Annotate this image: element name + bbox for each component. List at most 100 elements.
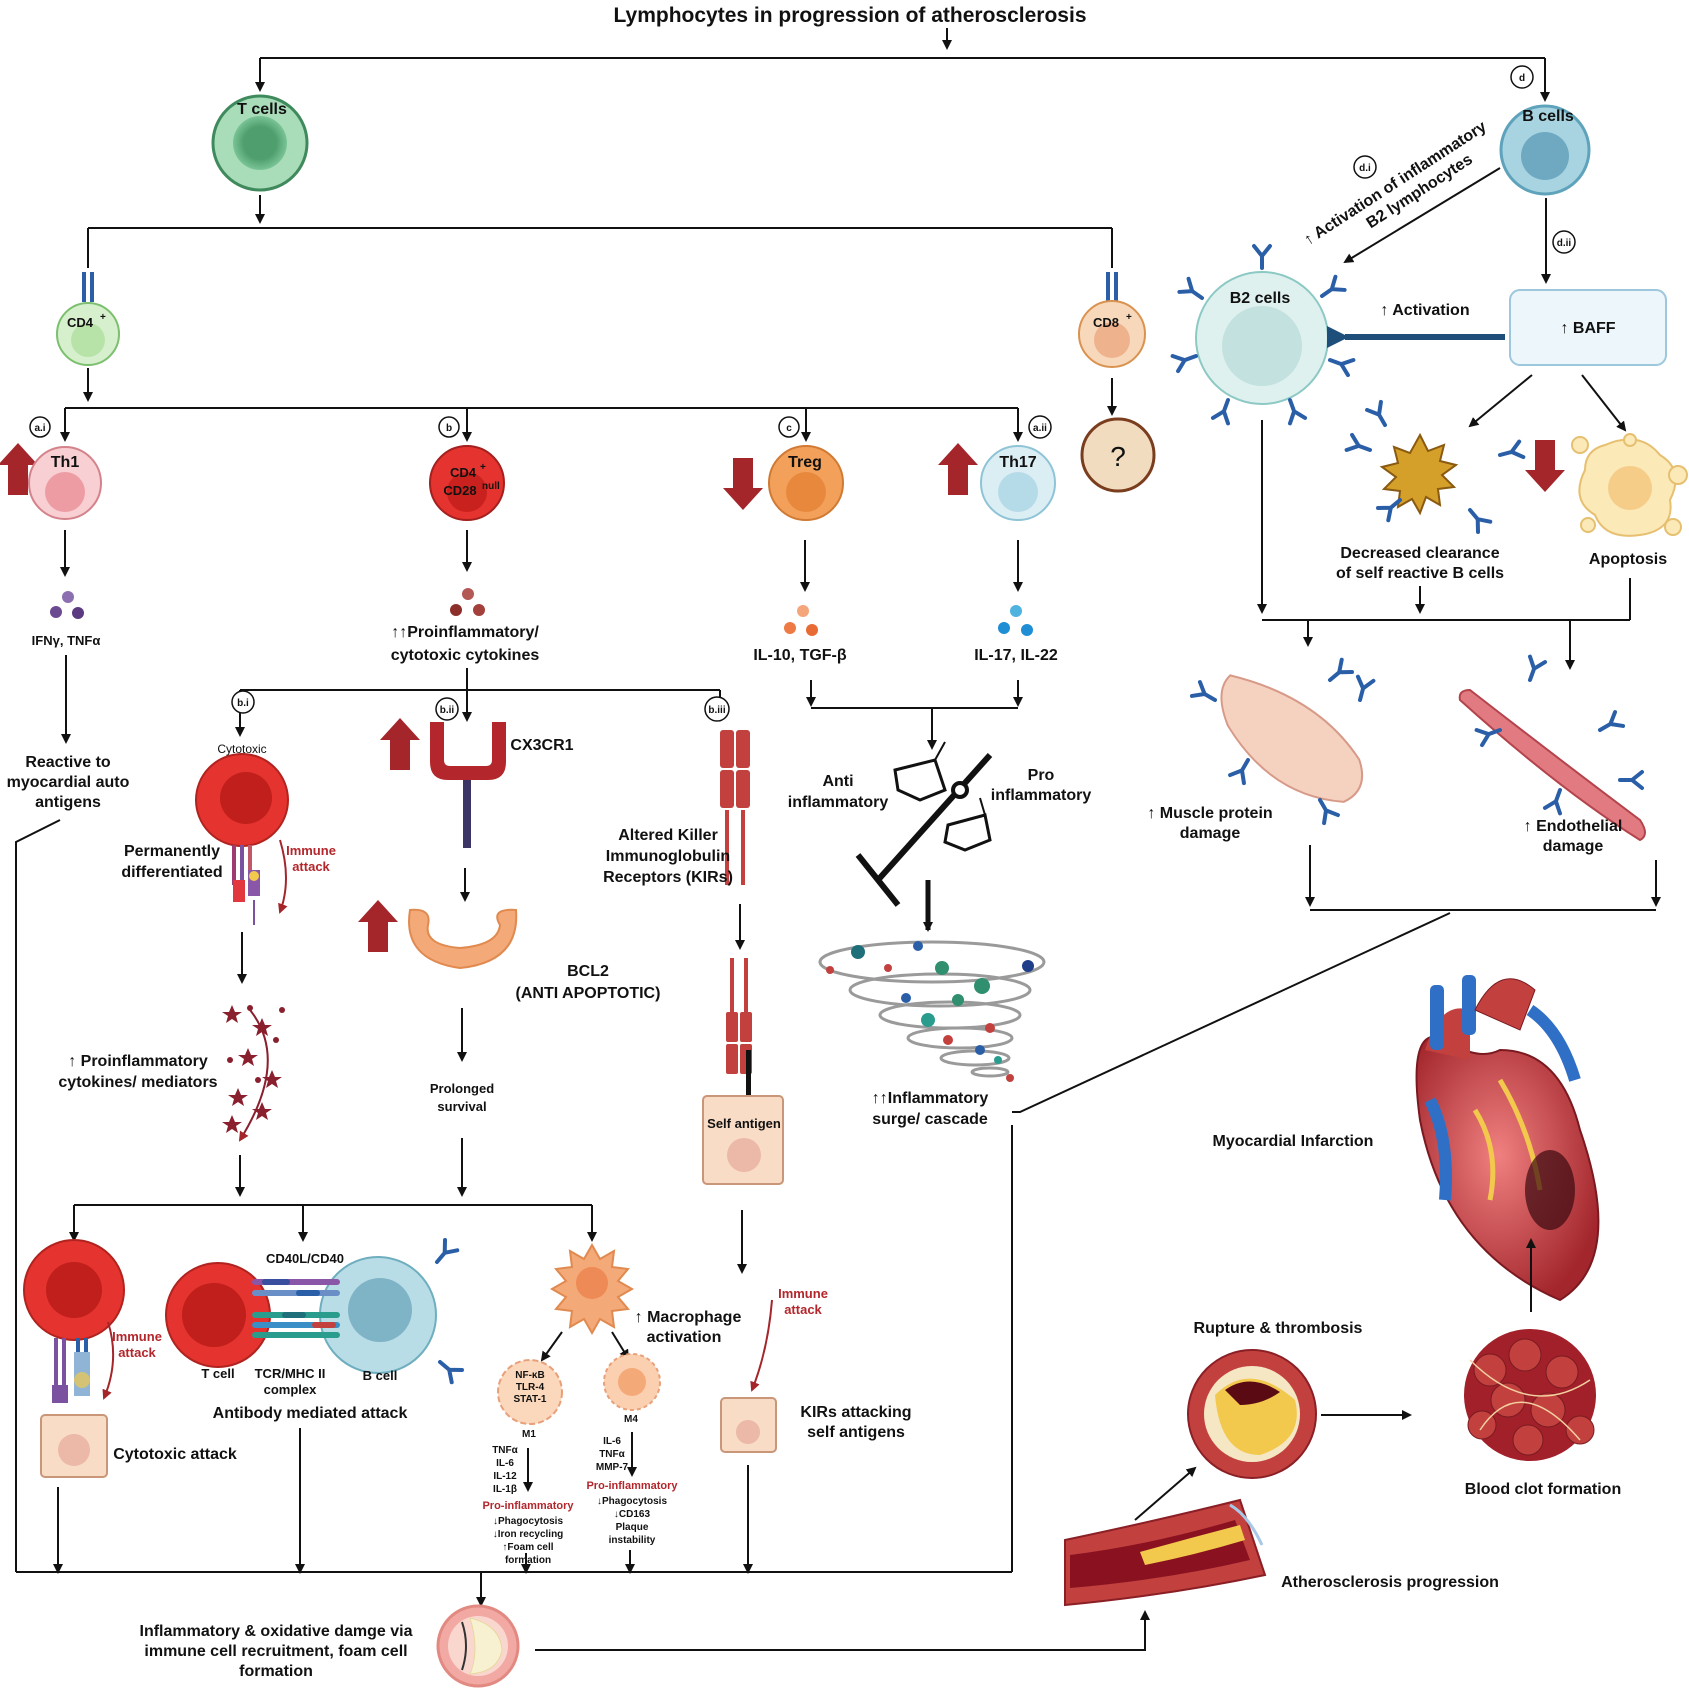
cytotoxic-cell [195, 753, 289, 925]
prolonged-1: Prolonged [430, 1081, 494, 1096]
svg-text:d.ii: d.ii [1557, 238, 1572, 249]
th1-left-flow-line [15, 819, 61, 1572]
perm-diff-1: Permanently [124, 843, 220, 860]
svg-text:b.i: b.i [237, 698, 249, 709]
immune-attack-3b: attack [784, 1302, 822, 1317]
kir-receptor [720, 730, 750, 885]
pro-mediators-stars [222, 1005, 285, 1142]
cd4-node: CD4 + [56, 272, 120, 366]
immune-attack-2a: Immune [112, 1329, 162, 1344]
cd4-label: CD4 [67, 315, 94, 330]
m1-effect-2: ↓Iron recycling [493, 1529, 564, 1540]
pro-mediators-1: ↑ Proinflammatory [68, 1053, 208, 1070]
svg-text:d.i: d.i [1359, 163, 1371, 174]
artery-illustration [1064, 1498, 1267, 1607]
m1-effect-4: formation [505, 1555, 551, 1566]
kir-attack-2: self antigens [807, 1424, 905, 1441]
baff-label: ↑ BAFF [1560, 320, 1615, 337]
apoptosis-down-red-arrow [1525, 440, 1565, 492]
m1-pro: Pro-inflammatory [482, 1500, 574, 1512]
bcl2-1: BCL2 [567, 963, 609, 980]
b2-cells-node [1170, 244, 1356, 426]
t-cells-node: T cells [211, 94, 309, 192]
endothelial-illustration [1458, 654, 1646, 842]
bcl2-2: (ANTI APOPTOTIC) [516, 985, 661, 1002]
cd28-cytokines-1: ↑↑Proinflammatory/ [391, 624, 539, 641]
cx3cr1-up-red-arrow [380, 718, 420, 770]
muscle-illustration [1189, 657, 1376, 826]
athero-to-rupture-arrow [1134, 1466, 1197, 1521]
to-m1-arrow [540, 1331, 563, 1362]
final-damage-2: immune cell recruitment, foam cell [144, 1643, 407, 1660]
m4-effect-1: ↓Phagocytosis [597, 1496, 667, 1507]
m4-cytokine-3: MMP-7 [596, 1462, 629, 1473]
treg-node: Treg [768, 445, 844, 521]
badge-ai: a.i [29, 416, 51, 438]
prolonged-2: survival [437, 1099, 486, 1114]
perm-diff-2: differentiated [121, 864, 222, 881]
cd28null-node: CD4 + CD28 null [429, 445, 505, 521]
null-sup: null [482, 481, 500, 492]
m1-effect-1: ↓Phagocytosis [493, 1516, 563, 1527]
final-damage-1: Inflammatory & oxidative damge via [140, 1623, 413, 1640]
m4-effect-4: instability [609, 1535, 656, 1546]
m1-effect-3: ↑Foam cell [502, 1542, 553, 1553]
m4-effect-3: Plaque [616, 1522, 649, 1533]
svg-text:a.i: a.i [34, 423, 45, 434]
macrophage-cell [549, 1242, 635, 1336]
clearance-illustration [1344, 399, 1526, 534]
m1-cytokine-1: TNFα [492, 1445, 518, 1456]
cd28-bottom-label: CD28 [443, 483, 476, 498]
m4-label: M4 [624, 1414, 638, 1425]
svg-text:b.ii: b.ii [440, 705, 455, 716]
clearance-1: Decreased clearance [1340, 545, 1499, 562]
to-m4-arrow [611, 1331, 630, 1360]
svg-text:d: d [1519, 73, 1525, 84]
kir-2: Immunoglobulin [606, 848, 730, 865]
m1-label: M1 [522, 1429, 536, 1440]
treg-cytokines: IL-10, TGF-β [753, 647, 847, 664]
badge-dii: d.ii [1552, 230, 1576, 254]
cytotoxic-attack-label: Cytotoxic attack [113, 1446, 237, 1463]
final-damage-3: formation [239, 1663, 313, 1680]
th1-label: Th1 [51, 454, 80, 471]
activation-label: ↑ Activation [1380, 302, 1469, 319]
m1-cytokine-2: IL-6 [496, 1458, 514, 1469]
apoptosis-illustration [1571, 433, 1688, 537]
m4-pro: Pro-inflammatory [586, 1480, 678, 1492]
surge-1: ↑↑Inflammatory [872, 1090, 989, 1107]
th17-cytokines: IL-17, IL-22 [974, 647, 1058, 664]
immune-attack-2b: attack [118, 1345, 156, 1360]
m1-cell [497, 1359, 563, 1425]
svg-text:a.ii: a.ii [1033, 423, 1047, 434]
th1-outcome-1: Reactive to [25, 754, 111, 771]
immune-attack-2-arrow [102, 1321, 115, 1400]
immune-attack-3-arrow [750, 1299, 773, 1392]
badge-di: d.i [1353, 155, 1377, 179]
th1-cytokine-dots [50, 591, 84, 619]
t-cell-label: T cell [201, 1366, 234, 1381]
m1-marker-2: TLR-4 [516, 1382, 545, 1393]
unknown-node: ? [1080, 417, 1156, 493]
th1-node: Th1 [28, 446, 102, 520]
vessel-cross-section [436, 1604, 520, 1688]
badge-d: d [1510, 65, 1534, 89]
baff-to-clearance-arrow [1468, 374, 1533, 428]
m1-cytokine-4: IL-1β [493, 1484, 517, 1495]
b2-cells-label: B2 cells [1230, 290, 1291, 307]
th17-node: Th17 [980, 445, 1056, 521]
macro-activation-1: ↑ Macrophage [635, 1309, 742, 1326]
activation-b2-1: ↑ Activation of inflammatory [1301, 118, 1490, 249]
activation-b2-label: ↑ Activation of inflammatory B2 lymphocy… [1301, 118, 1490, 249]
tornado-dots [826, 941, 1034, 1082]
cd4-plus: + [100, 312, 106, 323]
antibody-attack-label: Antibody mediated attack [213, 1405, 408, 1422]
b-cells-node: B cells [1499, 104, 1591, 196]
pro-mediators-2: cytokines/ mediators [58, 1074, 217, 1091]
cx3cr1-receptor [430, 722, 506, 848]
bcl2-up-red-arrow [358, 900, 398, 952]
m1-marker-1: NF-κB [515, 1370, 544, 1381]
tcr-mhc-2: complex [264, 1382, 318, 1397]
endothelial-damage-2: damage [1543, 838, 1604, 855]
